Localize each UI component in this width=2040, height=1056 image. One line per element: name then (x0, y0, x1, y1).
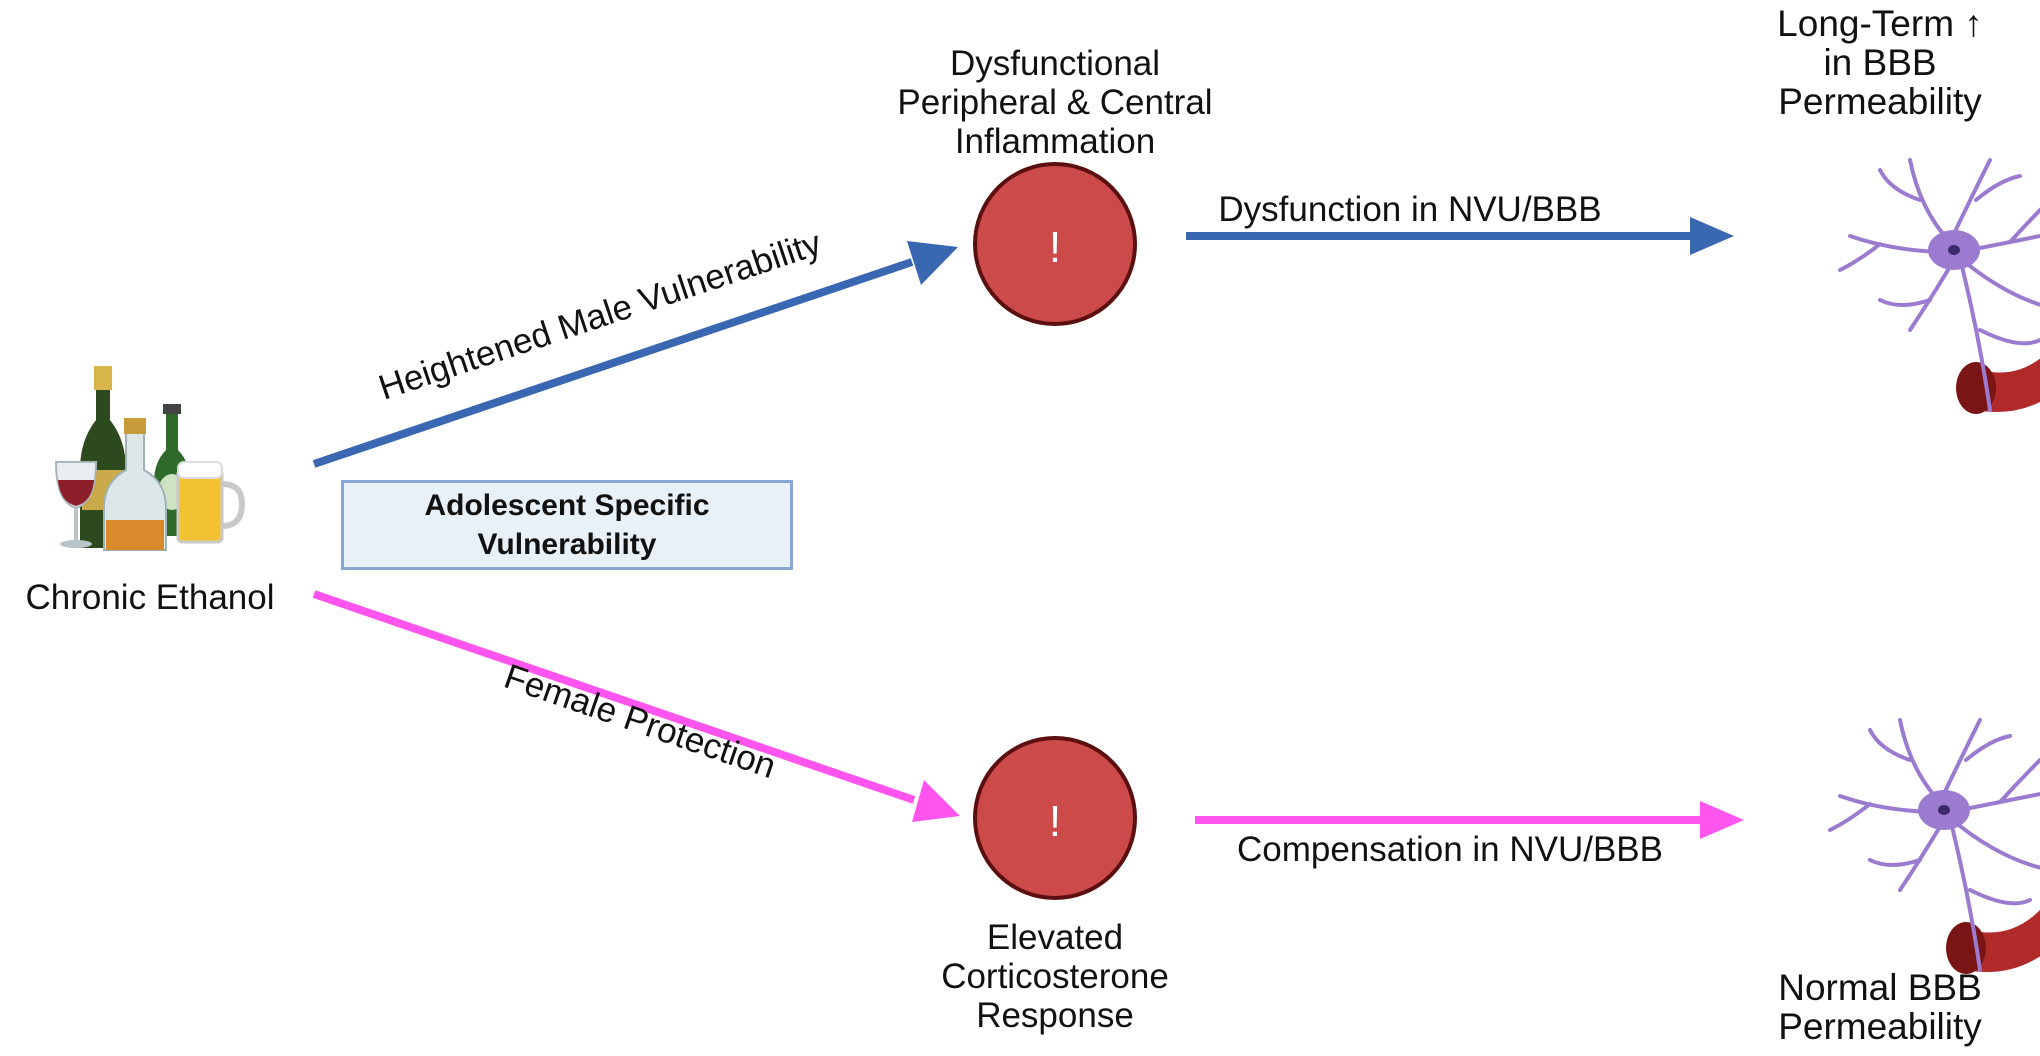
inflammation-alert-symbol: ! (1049, 223, 1061, 272)
corticosterone-line-3: Response (976, 996, 1134, 1036)
male-arrow-1 (312, 241, 958, 468)
long-term-line-1: Long-Term ↑ (1777, 3, 1983, 44)
adolescent-vulnerability-box: Adolescent Specific Vulnerability (341, 480, 793, 570)
compensation-nvu-label: Compensation in NVU/BBB (1160, 830, 1740, 869)
long-term-line-3: Permeability (1778, 81, 1982, 123)
corticosterone-line-1: Elevated (986, 918, 1124, 957)
normal-line-1: Normal BBB (1778, 967, 1982, 1008)
female-arrow-1 (312, 590, 960, 822)
inflammation-label: Dysfunctional Peripheral & Central Infla… (830, 44, 1280, 162)
neuron-blood-vessel-icon-top (1838, 158, 2040, 414)
normal-line-2: Permeability (1778, 1006, 1982, 1048)
inflammation-line-3: Inflammation (954, 122, 1156, 162)
corticosterone-line-2: Corticosterone (941, 957, 1169, 997)
long-term-permeability-label: Long-Term ↑ in BBB Permeability (1720, 4, 2040, 122)
chronic-ethanol-label: Chronic Ethanol (0, 578, 300, 617)
male-arrow-2 (1186, 217, 1734, 255)
dysfunction-nvu-label: Dysfunction in NVU/BBB (1140, 190, 1680, 229)
chronic-ethanol-text: Chronic Ethanol (25, 578, 275, 617)
adolescent-line-1: Adolescent Specific (424, 489, 710, 522)
compensation-nvu-text: Compensation in NVU/BBB (1236, 830, 1664, 869)
inflammation-line-2: Peripheral & Central (897, 83, 1213, 123)
alcohol-bottles-icon (54, 366, 246, 551)
long-term-line-2: in BBB (1823, 42, 1937, 84)
inflammation-alert-node: ! (973, 162, 1137, 326)
corticosterone-label: Elevated Corticosterone Response (880, 918, 1230, 1036)
dysfunction-nvu-text: Dysfunction in NVU/BBB (1218, 190, 1602, 229)
neuron-blood-vessel-icon-bottom (1828, 718, 2040, 974)
female-arrow-2 (1195, 801, 1744, 839)
normal-permeability-label: Normal BBB Permeability (1720, 967, 2040, 1048)
corticosterone-alert-symbol: ! (1049, 797, 1061, 846)
adolescent-line-2: Vulnerability (477, 528, 657, 561)
corticosterone-alert-node: ! (973, 736, 1137, 900)
inflammation-line-1: Dysfunctional (949, 44, 1161, 83)
